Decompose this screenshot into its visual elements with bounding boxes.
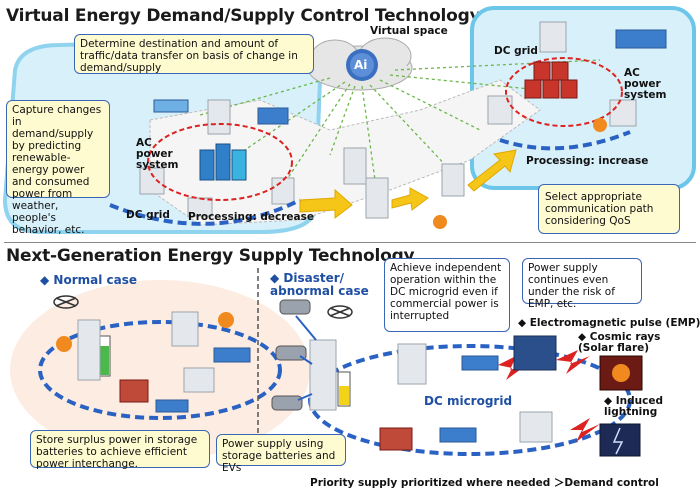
left-grid-ring [109,198,301,226]
dc-grid-left-label: DC grid [126,209,170,221]
disturbance-arrows [498,350,600,442]
dc-grid-right-label: DC grid [494,45,538,57]
normal-case-label: ◆ Normal case [40,274,137,287]
right-server-rack [524,61,578,99]
lightning-label: ◆ Induced lightning [604,396,696,418]
right-grid-ring [499,130,631,151]
callout-capture: Capture changes in demand/supply by pred… [6,100,110,236]
cosmic-label: ◆ Cosmic rays (Solar flare) [578,332,696,354]
ai-brain-icon [346,49,378,81]
right-dc-ring [505,57,623,127]
top-section-title: Virtual Energy Demand/Supply Control Tec… [6,6,481,26]
footer-note: Priority supply prioritized where needed… [310,477,659,489]
ac-power-system-left-label: AC power system [136,137,179,171]
disaster-case-label: ◆ Disaster/ abnormal case [270,272,380,298]
transmission-tower-icon [53,295,353,319]
right-buildings [487,21,667,127]
left-dc-ring [147,123,293,201]
callout-select-path: Select appropriate communication path co… [538,184,680,234]
diamond-bullet-icon: ◆ [578,331,590,343]
normal-case-ring [38,320,282,420]
bottom-section-title: Next-Generation Energy Supply Technology [6,246,415,266]
callout-independent: Achieve independent operation within the… [384,258,510,332]
left-server-rack [199,143,247,181]
emp-image [513,335,557,371]
flow-arrows [299,149,517,220]
callout-destination: Determine destination and amount of traf… [74,34,314,74]
diamond-bullet-icon: ◆ [40,273,54,287]
emp-text: Electromagnetic pulse (EMP) [529,317,700,329]
callout-emp: Power supply continues even under the ri… [522,258,642,310]
ai-label: Ai [354,58,368,72]
diamond-bullet-icon: ◆ [604,395,616,407]
dc-microgrid-label: DC microgrid [424,394,513,408]
diamond-bullet-icon: ◆ [270,271,284,285]
ac-power-system-right-label: AC power system [624,67,667,101]
bottom-diagram [10,268,643,465]
top-diagram [2,6,696,234]
processing-increase-label: Processing: increase [526,155,649,167]
diamond-bullet-icon: ◆ [518,317,530,329]
disaster-case-text: Disaster/ abnormal case [270,271,369,298]
cosmic-text: Cosmic rays (Solar flare) [578,331,661,354]
virtual-links [199,59,601,191]
emp-label: ◆ Electromagnetic pulse (EMP) [518,318,700,329]
middle-buildings [343,147,465,219]
lightning-text: Induced lightning [604,395,663,418]
normal-case-text: Normal case [53,273,137,287]
processing-decrease-label: Processing: decrease [188,211,314,223]
ev-car-icon [271,299,311,411]
sun-icon [56,312,234,352]
callout-supply: Power supply using storage batteries and… [216,434,346,474]
sun-icon [433,118,607,229]
callout-store: Store surplus power in storage batteries… [30,430,210,470]
virtual-space-label: Virtual space [370,25,448,37]
section-divider [4,242,696,243]
